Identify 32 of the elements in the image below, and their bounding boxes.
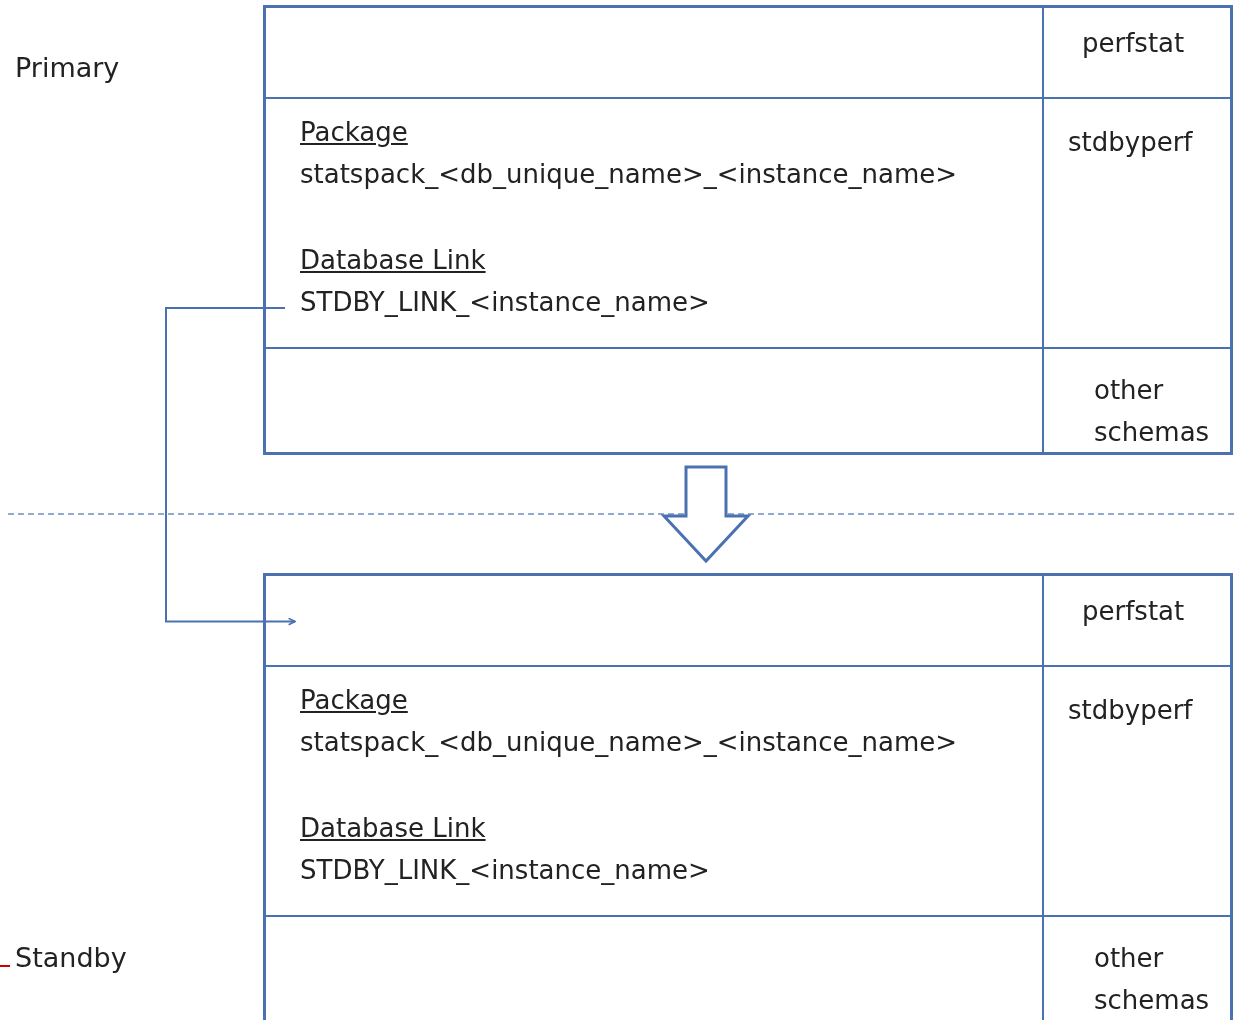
table-frame [263, 5, 1233, 455]
cell-text: statspack_<db_unique_name>_<instance_name> [300, 726, 959, 759]
arrow [165, 307, 296, 626]
section-heading: Package [300, 116, 409, 149]
table-cell [1043, 98, 1233, 348]
section-heading: Package [300, 684, 409, 717]
table-cell [1043, 916, 1233, 1020]
block-arrow [660, 465, 752, 564]
table-cell [263, 916, 1043, 1020]
cell-text: STDBY_LINK_<instance_name> [300, 286, 711, 319]
cell-text: STDBY_LINK_<instance_name> [300, 854, 711, 887]
cell-text: statspack_<db_unique_name>_<instance_name> [300, 158, 959, 191]
table-cell [263, 666, 1043, 916]
cell-text: perfstat [1082, 595, 1186, 628]
cell-text: perfstat [1082, 27, 1186, 60]
table-cell [1043, 666, 1233, 916]
cell-text: stdbyperf [1068, 694, 1194, 727]
cell-text: other schemas [1094, 374, 1211, 449]
table-cell [1043, 573, 1233, 666]
table-cell [263, 98, 1043, 348]
table-frame [263, 573, 1233, 1020]
section-heading: Database Link [300, 812, 487, 845]
table-cell [263, 573, 1043, 666]
cell-text: other schemas [1094, 942, 1211, 1017]
table-cell [263, 5, 1043, 98]
side-label: Standby [15, 942, 127, 973]
side-label: Primary [15, 52, 120, 83]
table-cell [263, 348, 1043, 455]
table-cell [1043, 348, 1233, 455]
section-heading: Database Link [300, 244, 487, 277]
cell-text: stdbyperf [1068, 126, 1194, 159]
table-cell [1043, 5, 1233, 98]
